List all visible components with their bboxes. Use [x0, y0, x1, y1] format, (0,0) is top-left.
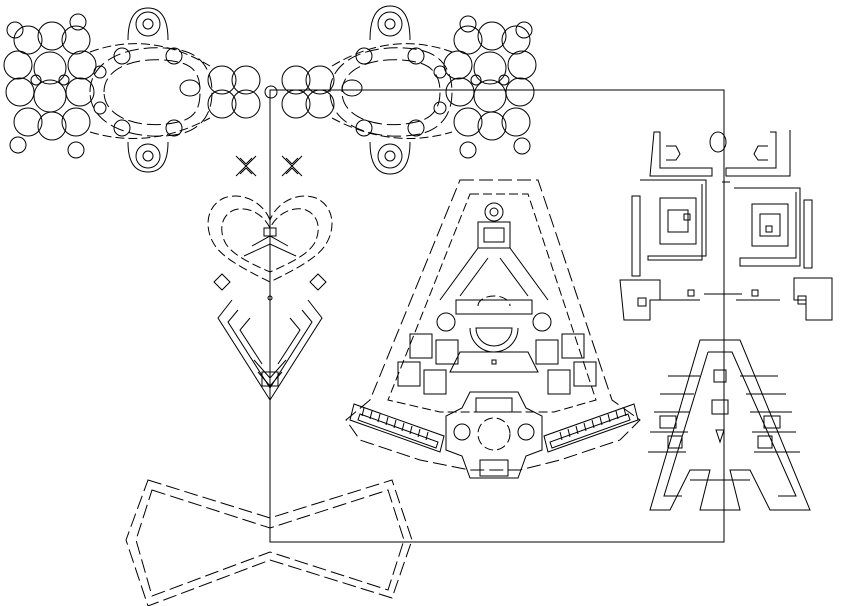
- bowtie-outline: [126, 480, 412, 606]
- heart-shield-motif: [208, 196, 332, 400]
- cross-motif-left: [236, 156, 256, 176]
- triangular-plan: [346, 180, 640, 478]
- colonnade-ticks: [362, 408, 626, 440]
- cross-motif-right: [282, 156, 302, 176]
- rosette-left: [4, 14, 96, 158]
- ornament-band: [4, 6, 536, 174]
- rosette-center: [180, 66, 362, 118]
- frame-rectangle: [270, 90, 724, 542]
- oval-loop-left: [90, 8, 212, 172]
- fortress-plans: [620, 130, 832, 320]
- rosette-right: [444, 16, 536, 158]
- tiered-arrow-plan: [648, 340, 810, 510]
